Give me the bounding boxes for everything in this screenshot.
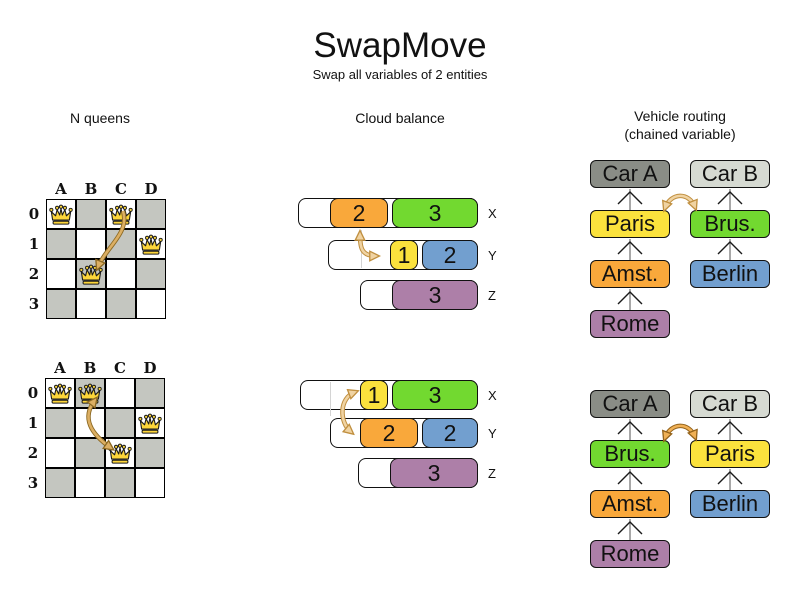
board-cell — [46, 289, 76, 319]
vehicle-box: Rome — [590, 310, 670, 338]
cloud-process: 1 — [390, 240, 418, 270]
swap-arrow-icon — [655, 193, 705, 214]
cloud-process: 2 — [422, 240, 478, 270]
vehicle-box: Car B — [690, 390, 770, 418]
chain-arrow-icon — [617, 469, 643, 490]
cloud-row-label: X — [488, 388, 497, 403]
cloud-row-label: Z — [488, 466, 496, 481]
board-cell — [106, 259, 136, 289]
cloud-row-label: X — [488, 206, 497, 221]
chain-arrow-icon — [617, 189, 643, 210]
column-label: C — [115, 180, 127, 198]
vehicle-box: Car B — [690, 160, 770, 188]
chess-board-after: A B C D 0 1 2 3 — [25, 360, 175, 505]
row-label: 1 — [28, 235, 40, 253]
board-cell — [76, 289, 106, 319]
chain-arrow-icon — [717, 239, 743, 260]
cloud-process: 3 — [390, 458, 478, 488]
page-title: SwapMove — [313, 26, 487, 65]
chess-board-before: A B C D 0 1 2 3 — [26, 181, 176, 326]
chain-arrow-icon — [717, 419, 743, 440]
board-cell — [136, 259, 166, 289]
vehicle-box: Car A — [590, 160, 670, 188]
chain-arrow-icon — [617, 419, 643, 440]
vehicle-subheading: (chained variable) — [624, 126, 736, 142]
row-label: 0 — [27, 384, 39, 402]
board-cell — [45, 408, 75, 438]
chain-arrow-icon — [717, 469, 743, 490]
swap-arrow-icon — [46, 210, 127, 319]
vehicle-box: Amst. — [590, 490, 670, 518]
cloud-process: 3 — [392, 280, 478, 310]
cloud-row-label: Y — [488, 426, 497, 441]
column-label: D — [143, 359, 157, 377]
board-cell — [105, 468, 135, 498]
vehicle-box: Brus. — [690, 210, 770, 238]
vehicle-box: Paris — [690, 440, 770, 468]
vehicle-box: Paris — [590, 210, 670, 238]
board-cell — [106, 289, 136, 319]
board-cell — [135, 378, 165, 408]
board-cell — [76, 199, 106, 229]
row-label: 1 — [27, 414, 39, 432]
cloud-heading: Cloud balance — [355, 110, 445, 126]
board-cell — [135, 438, 165, 468]
column-label: A — [54, 359, 66, 377]
vehicle-box: Car A — [590, 390, 670, 418]
divider-line — [330, 382, 331, 416]
board-cell — [136, 289, 166, 319]
column-label: B — [84, 180, 98, 198]
row-label: 3 — [28, 295, 40, 313]
board-cell — [135, 468, 165, 498]
column-label: C — [114, 359, 126, 377]
cloud-process: 2 — [360, 418, 418, 448]
board-cell — [75, 468, 105, 498]
column-label: D — [144, 180, 158, 198]
chain-arrow-icon — [617, 289, 643, 310]
cloud-process: 2 — [330, 198, 388, 228]
swap-arrow-icon — [45, 378, 165, 498]
cloud-process: 2 — [422, 418, 478, 448]
board-cell — [46, 229, 76, 259]
chain-arrow-icon — [717, 189, 743, 210]
swap-arrow-icon — [330, 225, 400, 265]
cloud-process: 3 — [392, 380, 478, 410]
vehicle-box: Brus. — [590, 440, 670, 468]
board-cell — [45, 468, 75, 498]
vehicle-heading: Vehicle routing — [634, 108, 726, 124]
board-cell — [46, 259, 76, 289]
column-label: A — [55, 180, 67, 198]
column-label: B — [83, 359, 97, 377]
cloud-process: 3 — [392, 198, 478, 228]
cloud-row-label: Z — [488, 288, 496, 303]
swap-arrow-icon — [340, 384, 376, 440]
row-label: 0 — [28, 205, 40, 223]
cloud-process: 1 — [360, 380, 388, 410]
cloud-row-label: Y — [488, 248, 497, 263]
vehicle-box: Rome — [590, 540, 670, 568]
board-cell — [136, 199, 166, 229]
chain-arrow-icon — [617, 519, 643, 540]
row-label: 2 — [28, 265, 40, 283]
chain-arrow-icon — [617, 239, 643, 260]
row-label: 3 — [27, 474, 39, 492]
nqueens-heading: N queens — [70, 110, 130, 126]
board-cell — [45, 438, 75, 468]
vehicle-box: Amst. — [590, 260, 670, 288]
swap-arrow-icon — [655, 423, 705, 444]
vehicle-box: Berlin — [690, 260, 770, 288]
page-subtitle: Swap all variables of 2 entities — [312, 67, 488, 82]
row-label: 2 — [27, 444, 39, 462]
board-cell — [76, 229, 106, 259]
vehicle-box: Berlin — [690, 490, 770, 518]
